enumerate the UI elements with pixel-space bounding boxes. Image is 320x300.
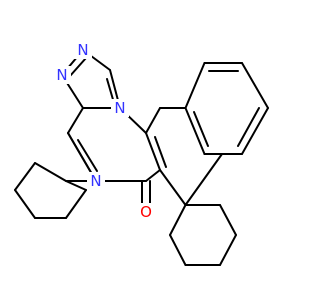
bond xyxy=(145,132,161,171)
double-bond-inner xyxy=(154,136,167,168)
spiro-cyclohexane xyxy=(169,204,237,266)
bond xyxy=(241,107,269,155)
atom-label-n: N xyxy=(77,41,88,59)
bond xyxy=(184,107,206,155)
bond xyxy=(219,234,237,266)
bond xyxy=(169,234,187,266)
bond xyxy=(65,189,87,219)
atom-label-n: N xyxy=(114,99,125,117)
double-bond-inner xyxy=(69,57,87,77)
bond xyxy=(67,107,84,134)
bond xyxy=(14,162,36,191)
benzene-ring xyxy=(184,62,269,155)
atom-n-bridgehead: N xyxy=(111,99,129,117)
atom-n-cyclohexyl: N xyxy=(87,172,105,190)
double-bond-inner xyxy=(193,111,209,147)
bond xyxy=(159,169,187,206)
double-bond-inner xyxy=(77,139,98,172)
bond xyxy=(184,153,223,206)
bond xyxy=(184,62,206,109)
atom-n-triazole-top-right: N xyxy=(53,66,71,84)
dihydro-ring xyxy=(145,107,223,206)
atom-label-o: O xyxy=(140,203,152,221)
atom-label-n: N xyxy=(56,66,67,84)
cyclohexyl-substituent xyxy=(14,132,97,219)
double-bond-inner xyxy=(237,107,260,147)
bond xyxy=(241,62,269,109)
bond xyxy=(145,107,161,134)
bond xyxy=(219,204,237,236)
bond xyxy=(169,204,187,236)
atom-n-triazole-top-left: N xyxy=(74,41,92,59)
bond xyxy=(14,189,36,219)
molecule-svg: N N N N O xyxy=(14,41,269,266)
atom-label-n: N xyxy=(90,172,101,190)
bond xyxy=(145,169,161,182)
molecule-structure-canvas: N N N N O xyxy=(14,41,269,266)
atom-o-carbonyl: O xyxy=(137,203,155,221)
bond xyxy=(65,180,87,191)
bond xyxy=(34,162,67,182)
